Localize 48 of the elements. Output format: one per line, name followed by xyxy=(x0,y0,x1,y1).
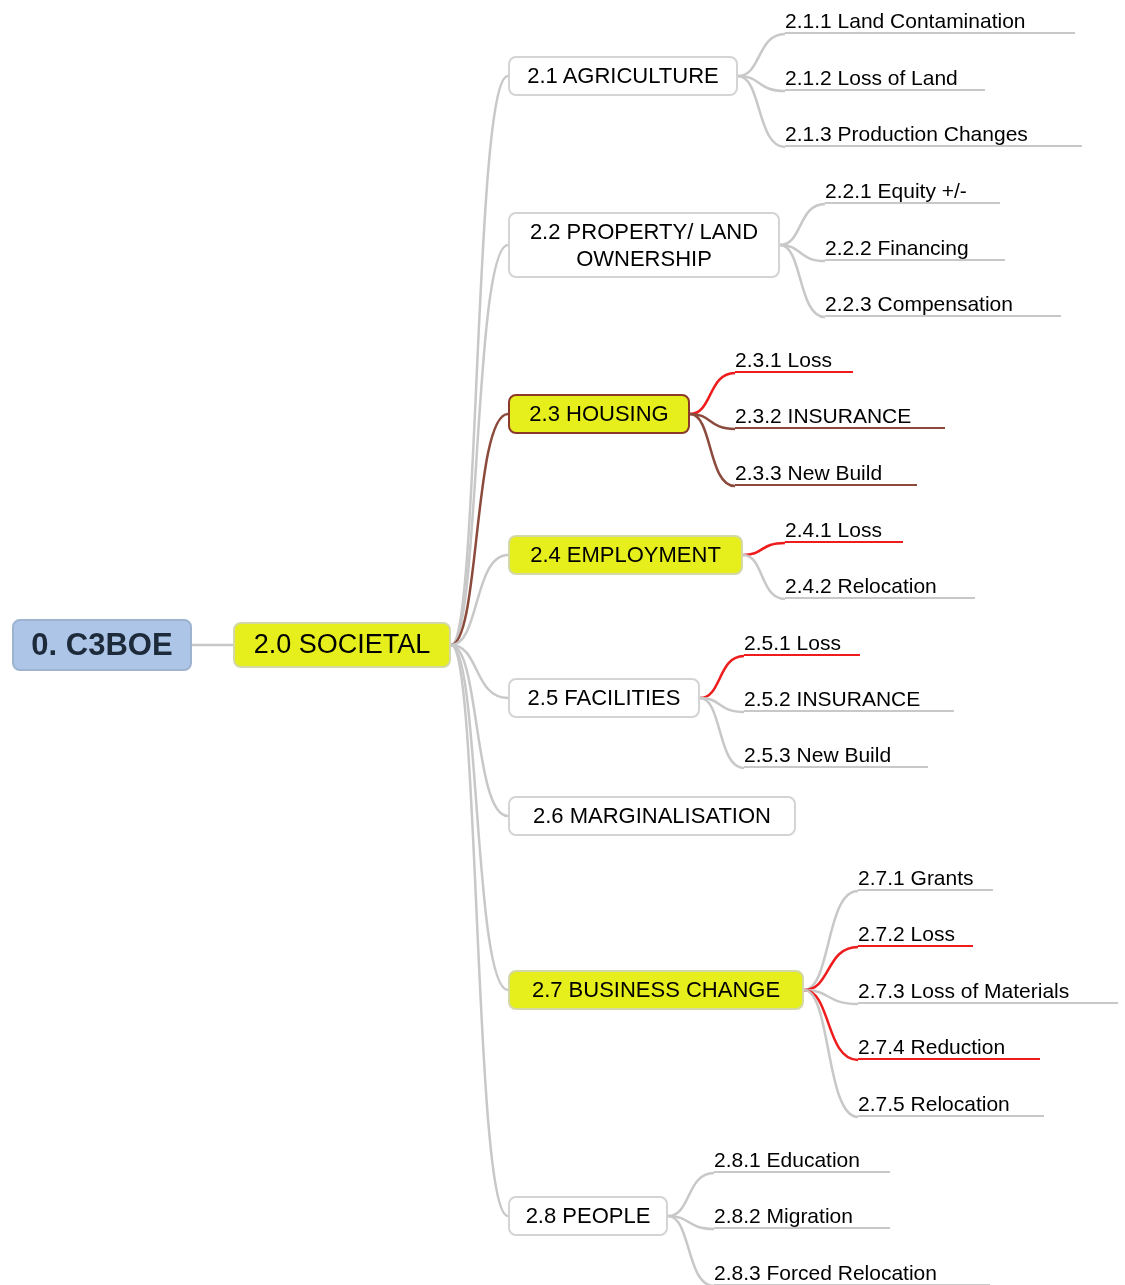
topic-box: 2.1 AGRICULTURE xyxy=(508,56,738,96)
branch-line xyxy=(699,654,745,700)
branch-line xyxy=(803,988,859,1119)
branch-line xyxy=(689,412,736,488)
subtopic-label: 2.3.2 INSURANCE xyxy=(735,399,945,429)
subtopic-label: 2.2.2 Financing xyxy=(825,231,1005,261)
branch-line xyxy=(667,1214,715,1285)
branch-line xyxy=(737,32,786,78)
branch-line xyxy=(689,371,736,416)
topic-box: 2.3 HOUSING xyxy=(508,394,690,434)
root-topic-box: 0. C3BOE xyxy=(12,619,192,671)
topic-box: 2.6 MARGINALISATION xyxy=(508,796,796,836)
topic-box: 2.5 FACILITIES xyxy=(508,678,700,718)
branch-line xyxy=(803,889,859,992)
topic-box: 2.4 EMPLOYMENT xyxy=(508,535,743,575)
branch-line xyxy=(737,74,786,149)
branch-line xyxy=(742,553,786,601)
topic-box: 2.7 BUSINESS CHANGE xyxy=(508,970,804,1010)
branch-line xyxy=(449,644,510,1217)
branch-line xyxy=(779,243,826,319)
subtopic-label: 2.1.1 Land Contamination xyxy=(785,4,1075,34)
branch-line xyxy=(667,1171,715,1218)
subtopic-label: 2.3.1 Loss xyxy=(735,343,853,373)
branch-line xyxy=(192,643,233,647)
subtopic-label: 2.2.3 Compensation xyxy=(825,287,1061,317)
branch-line xyxy=(779,202,826,247)
subtopic-label: 2.7.2 Loss xyxy=(858,917,973,947)
subtopic-label: 2.8.1 Education xyxy=(714,1143,890,1173)
subtopic-label: 2.7.1 Grants xyxy=(858,861,993,891)
subtopic-label: 2.1.3 Production Changes xyxy=(785,117,1082,147)
subtopic-label: 2.8.3 Forced Relocation xyxy=(714,1256,990,1285)
subtopic-label: 2.5.3 New Build xyxy=(744,738,928,768)
topic-box: 2.0 SOCIETAL xyxy=(233,622,451,668)
subtopic-label: 2.2.1 Equity +/- xyxy=(825,174,1000,204)
subtopic-label: 2.7.5 Relocation xyxy=(858,1087,1044,1117)
subtopic-label: 2.8.2 Migration xyxy=(714,1199,890,1229)
topic-box: 2.2 PROPERTY/ LAND OWNERSHIP xyxy=(508,212,780,278)
topic-box: 2.8 PEOPLE xyxy=(508,1196,668,1236)
subtopic-label: 2.4.1 Loss xyxy=(785,513,903,543)
subtopic-label: 2.1.2 Loss of Land xyxy=(785,61,985,91)
subtopic-label: 2.3.3 New Build xyxy=(735,456,917,486)
branch-line xyxy=(450,553,509,647)
subtopic-label: 2.7.4 Reduction xyxy=(858,1030,1040,1060)
subtopic-label: 2.7.3 Loss of Materials xyxy=(858,974,1118,1004)
branch-line xyxy=(699,696,745,770)
subtopic-label: 2.4.2 Relocation xyxy=(785,569,975,599)
subtopic-label: 2.5.1 Loss xyxy=(744,626,860,656)
subtopic-label: 2.5.2 INSURANCE xyxy=(744,682,954,712)
